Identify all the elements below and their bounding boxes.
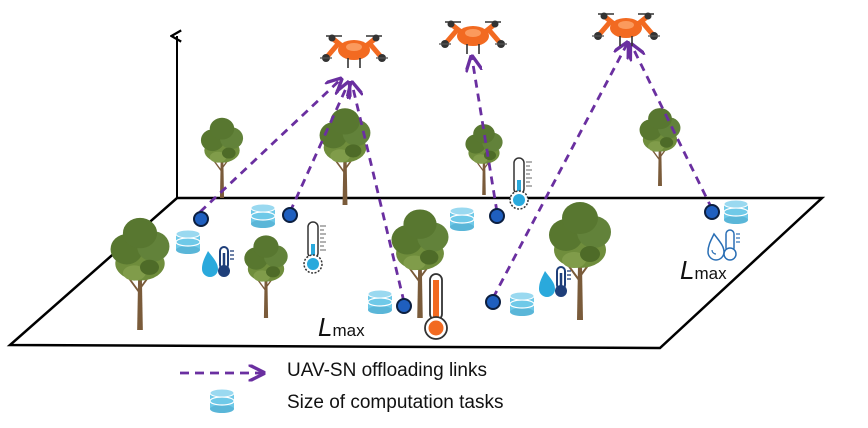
lmax-label-side: Lmax <box>680 255 727 286</box>
data-storage-icon <box>175 229 201 255</box>
sensor-node-icon <box>282 207 298 223</box>
offloading-link <box>632 46 714 210</box>
ground-plane <box>6 196 826 350</box>
drone-icon <box>320 35 388 69</box>
drone-icon <box>439 21 507 55</box>
sensor-node-icon <box>489 208 505 224</box>
data-storage-icon <box>367 289 393 315</box>
legend-storage-icon <box>209 388 235 414</box>
lmax-subscript: max <box>332 321 365 340</box>
legend-tasks-label: Size of computation tasks <box>287 392 504 413</box>
drone-icon <box>592 13 660 47</box>
data-storage-icon <box>509 291 535 317</box>
offloading-link <box>288 84 348 213</box>
tree-icon <box>318 107 372 206</box>
lmax-subscript: max <box>694 264 727 283</box>
lmax-label-front: Lmax <box>318 312 365 343</box>
offloading-link <box>491 44 627 299</box>
sensor-node-icon <box>396 298 412 314</box>
data-storage-icon <box>250 203 276 229</box>
tree-icon <box>638 107 682 187</box>
offloading-link <box>352 84 406 303</box>
offloading-links <box>199 44 714 303</box>
sensor-node-icon <box>704 204 720 220</box>
lmax-symbol: L <box>680 255 695 285</box>
sensor-node-icon <box>193 211 209 227</box>
lmax-symbol: L <box>318 312 333 342</box>
offloading-link <box>199 80 340 214</box>
tree-icon <box>464 123 504 196</box>
offloading-link <box>472 58 499 213</box>
data-storage-icon <box>723 199 749 225</box>
sensor-node-icon <box>485 294 501 310</box>
tree-icon <box>200 117 244 199</box>
data-storage-icon <box>449 206 475 232</box>
legend-offloading-label: UAV-SN offloading links <box>287 360 487 381</box>
